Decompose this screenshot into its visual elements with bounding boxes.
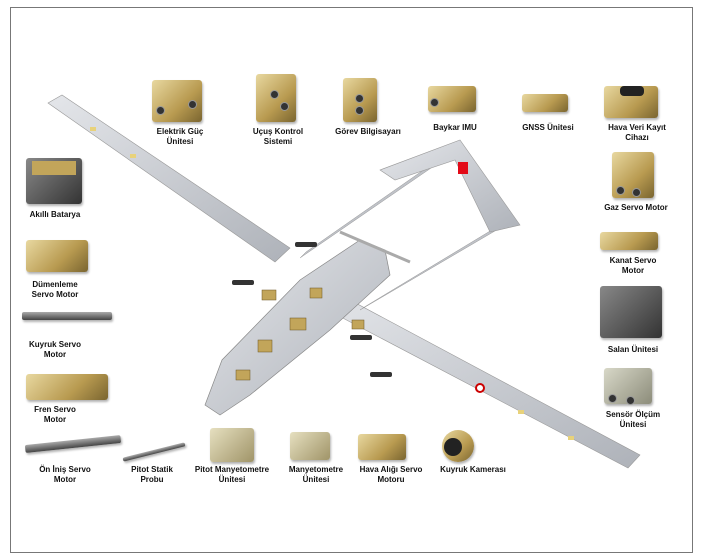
label-line: Görev Bilgisayarı bbox=[335, 127, 401, 136]
label-gnss-unitesi: GNSS Ünitesi bbox=[503, 123, 593, 133]
gaz-servo-motor-image bbox=[612, 152, 654, 198]
label-line: Baykar IMU bbox=[433, 123, 477, 132]
salan-unitesi-image bbox=[600, 286, 662, 338]
label-line: Sensör Ölçüm bbox=[605, 410, 661, 419]
label-line: Ünitesi bbox=[302, 475, 330, 484]
label-gorev-bilgisayari: Görev Bilgisayarı bbox=[323, 127, 413, 137]
gnss-unitesi-image bbox=[522, 94, 568, 112]
label-line: Dümenleme bbox=[32, 280, 78, 289]
label-line: Servo Motor bbox=[31, 290, 79, 299]
kuyruk-servo-motor-image bbox=[22, 312, 112, 320]
turkish-flag bbox=[458, 162, 468, 174]
label-baykar-imu: Baykar IMU bbox=[410, 123, 500, 133]
label-line: Gaz Servo Motor bbox=[604, 203, 668, 212]
label-line: Motor bbox=[621, 266, 645, 275]
propeller bbox=[339, 230, 411, 264]
label-line: Motoru bbox=[377, 475, 405, 484]
ucus-kontrol-sistemi-image bbox=[256, 74, 296, 122]
label-line: Salan Ünitesi bbox=[607, 345, 659, 354]
label-line: Akıllı Batarya bbox=[29, 210, 81, 219]
label-line: Motor bbox=[53, 475, 77, 484]
label-line: Hava Veri Kayıt bbox=[608, 123, 666, 132]
label-line: GNSS Ünitesi bbox=[522, 123, 574, 132]
label-salan-unitesi: Salan Ünitesi bbox=[588, 345, 678, 355]
hava-aligi-servo-motoru-image bbox=[358, 434, 406, 460]
label-line: Motor bbox=[43, 415, 67, 424]
label-line: Elektrik Güç bbox=[156, 127, 204, 136]
akilli-batarya-image bbox=[26, 158, 82, 204]
label-line: Ön İniş Servo bbox=[39, 465, 91, 474]
fren-servo-motor-image bbox=[26, 374, 108, 400]
label-line: Ünitesi bbox=[218, 475, 246, 484]
hava-veri-kayit-cihazi-image bbox=[604, 86, 658, 118]
frame-border bbox=[10, 7, 693, 553]
pitot-manyetometre-unitesi-image bbox=[210, 428, 254, 462]
gorev-bilgisayari-image bbox=[343, 78, 377, 122]
label-line: Kuyruk Kamerası bbox=[440, 465, 506, 474]
label-line: Cihazı bbox=[625, 133, 649, 142]
elektrik-guc-unitesi-image bbox=[152, 80, 202, 122]
label-line: Motor bbox=[43, 350, 67, 359]
label-line: Probu bbox=[140, 475, 164, 484]
v-tail bbox=[379, 139, 521, 233]
kuyruk-kamerasi-image bbox=[442, 430, 474, 462]
internal-components bbox=[235, 287, 365, 381]
left-wing bbox=[47, 94, 291, 263]
label-line: Pitot Manyetometre bbox=[194, 465, 270, 474]
label-line: Pitot Statik bbox=[131, 465, 173, 474]
label-line: Manyetometre bbox=[288, 465, 344, 474]
sensor-olcum-unitesi-image bbox=[604, 368, 652, 405]
kanat-servo-motor-image bbox=[600, 232, 658, 250]
label-line: Ünitesi bbox=[166, 137, 194, 146]
label-line: Kuyruk Servo bbox=[28, 340, 82, 349]
label-kuyruk-kamerasi: Kuyruk Kamerası bbox=[428, 465, 518, 475]
dumenleme-servo-motor-image bbox=[26, 240, 88, 272]
munitions bbox=[232, 242, 392, 377]
label-line: Sistemi bbox=[263, 137, 293, 146]
baykar-imu-image bbox=[428, 86, 476, 112]
label-line: Kanat Servo bbox=[609, 256, 657, 265]
label-line: Uçuş Kontrol bbox=[252, 127, 304, 136]
roundel bbox=[475, 383, 485, 393]
label-line: Hava Alığı Servo bbox=[359, 465, 423, 474]
manyetometre-unitesi-image bbox=[290, 432, 330, 460]
label-line: Ünitesi bbox=[619, 420, 647, 429]
label-line: Fren Servo bbox=[34, 405, 76, 414]
label-akilli-batarya: Akıllı Batarya bbox=[10, 210, 100, 220]
label-gaz-servo-motor: Gaz Servo Motor bbox=[591, 203, 681, 213]
